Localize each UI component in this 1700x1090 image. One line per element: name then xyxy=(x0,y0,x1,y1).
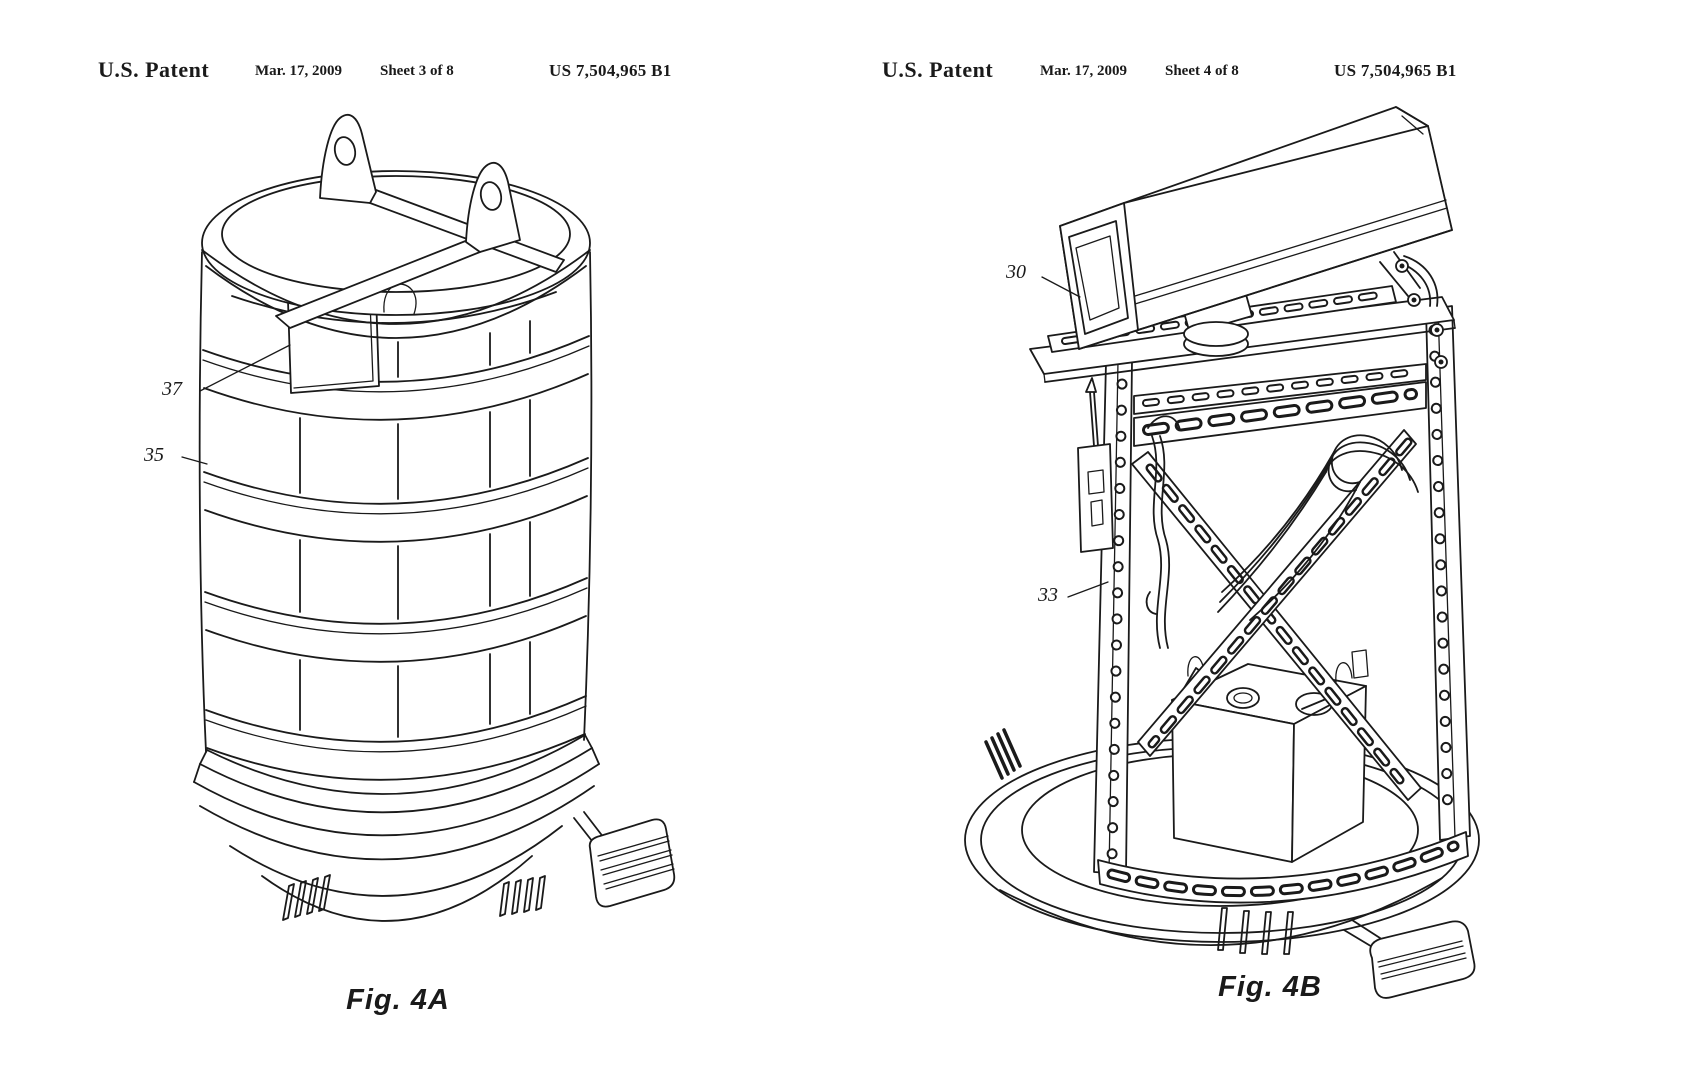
foot-pedal xyxy=(573,811,676,908)
fig-4b-caption: Fig. 4B xyxy=(1218,971,1322,1003)
lifting-lugs xyxy=(319,113,521,253)
fig-4b-drawing xyxy=(964,106,1480,999)
canister-base xyxy=(193,734,676,922)
patent-title: U.S. Patent xyxy=(98,57,210,82)
vent-slots-left xyxy=(282,874,331,921)
base-vent-slots xyxy=(1217,907,1294,955)
leader-line-35 xyxy=(181,456,208,465)
cross-braces xyxy=(1131,429,1422,801)
reference-numeral-37: 37 xyxy=(162,378,182,400)
patent-date: Mar. 17, 2009 xyxy=(1040,63,1127,79)
patent-date: Mar. 17, 2009 xyxy=(255,63,342,79)
patent-number: US 7,504,965 B1 xyxy=(1334,61,1457,80)
antenna-box xyxy=(1077,377,1114,553)
vent-slots-right xyxy=(499,875,546,917)
reference-numeral-33: 33 xyxy=(1038,584,1058,606)
support-strut xyxy=(1379,251,1448,369)
reference-numeral-35: 35 xyxy=(144,444,164,466)
patent-number: US 7,504,965 B1 xyxy=(549,61,672,80)
reference-numeral-30: 30 xyxy=(1006,261,1026,283)
cable-bundles xyxy=(1145,415,1419,649)
fig-4a-caption: Fig. 4A xyxy=(346,984,450,1016)
canister-body xyxy=(198,251,593,781)
leader-line-33 xyxy=(1067,581,1109,598)
sheet-number: Sheet 4 of 8 xyxy=(1165,63,1239,79)
camera-housing xyxy=(1059,106,1453,350)
leader-line-37 xyxy=(199,344,291,392)
sheet-number: Sheet 3 of 8 xyxy=(380,63,454,79)
patent-title: U.S. Patent xyxy=(882,57,994,82)
base-grill xyxy=(984,728,1022,780)
fig-4a-drawing xyxy=(181,113,676,922)
foot-pedal xyxy=(1343,919,1476,999)
leader-line-30 xyxy=(1041,276,1081,298)
